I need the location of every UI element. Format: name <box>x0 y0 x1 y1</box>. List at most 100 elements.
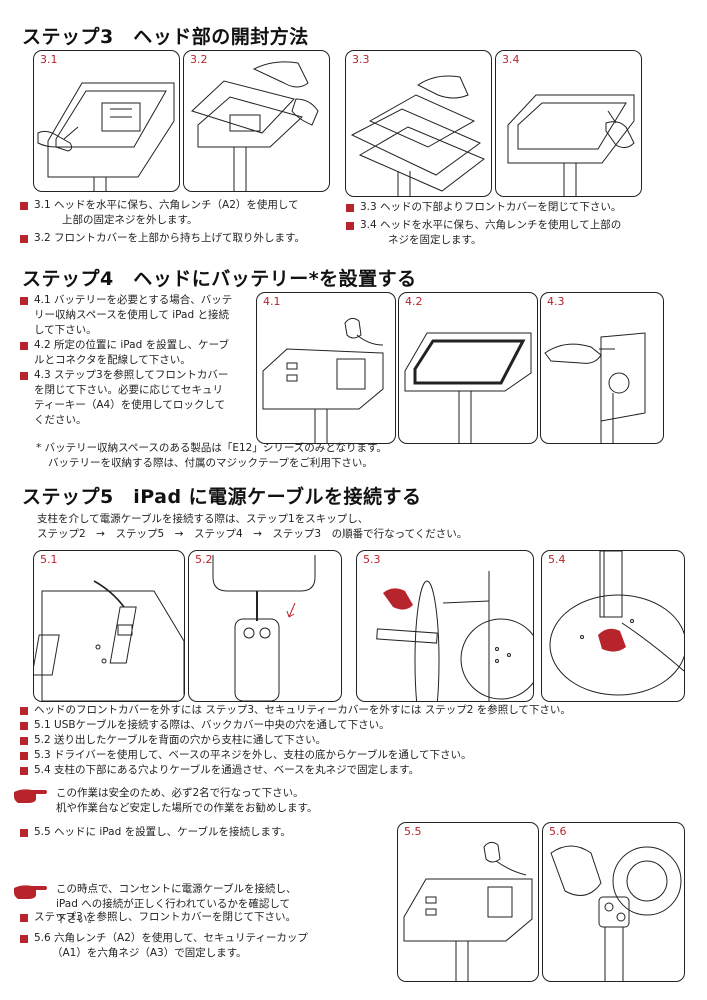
panel-4-1: 4.1 <box>256 292 396 444</box>
instruction-item: 3.3 ヘッドの下部よりフロントカバーを閉じて下さい。 <box>346 200 666 215</box>
step5-title: ステップ5 iPad に電源ケーブルを接続する <box>22 486 422 508</box>
caution-text: この時点で、コンセントに電源ケーブルを接続し、 <box>56 883 297 895</box>
instruction-item: 5.4 支柱の下部にある穴よりケーブルを通過させ、ベースを丸ネジで固定します。 <box>20 763 690 778</box>
instruction-item: 3.4 ヘッドを水平に保ち、六角レンチを使用して上部の ネジを固定します。 <box>346 218 666 248</box>
caution-note-1: この作業は安全のため、必ず2名で行なって下さい。 机や作業台など安定した場所での… <box>12 786 436 816</box>
instruction-text: 5.6 六角レンチ（A2）を使用して、セキュリティーカップ <box>34 932 308 944</box>
illustration-ipad-cable-connect <box>403 841 533 981</box>
instruction-text: ステップ3 を参照し、フロントカバーを閉じて下さい。 <box>34 911 297 923</box>
panel-label: 5.3 <box>363 553 381 566</box>
instruction-text: して下さい。 <box>34 324 97 336</box>
instruction-item: ヘッドのフロントカバーを外すには ステップ3、セキュリティーカバーを外すには ス… <box>20 703 690 718</box>
panel-label: 3.1 <box>40 53 58 66</box>
bullet-square-icon <box>20 201 28 210</box>
bullet-square-icon <box>20 341 28 350</box>
bullet-square-icon <box>20 736 28 745</box>
step5-intro: 支柱を介して電源ケーブルを接続する際は、ステップ1をスキップし、 ステップ2 →… <box>37 512 687 542</box>
instruction-text: ルとコネクタを配線して下さい。 <box>34 354 191 366</box>
step5-items: ヘッドのフロントカバーを外すには ステップ3、セキュリティーカバーを外すには ス… <box>20 703 690 778</box>
instruction-text: 3.4 ヘッドを水平に保ち、六角レンチを使用して上部の <box>360 219 622 231</box>
panel-5-4: 5.4 <box>541 550 685 702</box>
instruction-item: 5.5 ヘッドに iPad を設置し、ケーブルを接続します。 <box>20 825 400 840</box>
caution-text: iPad への接続が正しく行われているかを確認して <box>56 898 291 910</box>
bullet-square-icon <box>20 296 28 305</box>
instruction-item: 3.2 フロントカバーを上部から持ち上げて取り外します。 <box>20 231 340 246</box>
illustration-battery-storage <box>262 317 384 443</box>
instruction-item: 3.1 ヘッドを水平に保ち、六角レンチ（A2）を使用して 上部の固定ネジを外しま… <box>20 198 340 228</box>
panel-3-2: 3.2 <box>183 50 330 192</box>
panel-label: 4.1 <box>263 295 281 308</box>
step4-items: 4.1 バッテリーを必要とする場合、バッテ リー収納スペースを使用して iPad… <box>20 293 252 428</box>
panel-3-1: 3.1 <box>33 50 180 192</box>
panel-label: 5.4 <box>548 553 566 566</box>
instruction-text: 5.3 ドライバーを使用して、ベースの平ネジを外し、支柱の底からケーブルを通して… <box>34 749 472 761</box>
instruction-item: 4.1 バッテリーを必要とする場合、バッテ リー収納スペースを使用して iPad… <box>20 293 252 338</box>
step3-title: ステップ3 ヘッド部の開封方法 <box>22 26 309 48</box>
caution-text: この作業は安全のため、必ず2名で行なって下さい。 <box>56 787 304 799</box>
bullet-square-icon <box>20 706 28 715</box>
intro-text: 支柱を介して電源ケーブルを接続する際は、ステップ1をスキップし、 <box>37 513 369 525</box>
illustration-usb-back-cover <box>34 580 184 701</box>
bullet-square-icon <box>20 751 28 760</box>
panel-3-4: 3.4 <box>495 50 642 197</box>
panel-5-5: 5.5 <box>397 822 539 982</box>
instruction-item: 5.1 USBケーブルを接続する際は、バックカバー中央の穴を通して下さい。 <box>20 718 690 733</box>
bullet-square-icon <box>20 234 28 243</box>
caution-text: 机や作業台など安定した場所での作業をお勧めします。 <box>56 802 318 814</box>
instruction-text: 3.1 ヘッドを水平に保ち、六角レンチ（A2）を使用して <box>34 199 299 211</box>
instruction-item: 5.6 六角レンチ（A2）を使用して、セキュリティーカップ （A1）を六角ネジ（A… <box>20 931 400 961</box>
step3-items-right: 3.3 ヘッドの下部よりフロントカバーを閉じて下さい。 3.4 ヘッドを水平に保… <box>346 200 666 248</box>
instruction-item: ステップ3 を参照し、フロントカバーを閉じて下さい。 <box>20 910 400 925</box>
panel-5-2: 5.2 <box>188 550 342 702</box>
panel-label: 5.2 <box>195 553 213 566</box>
panel-label: 5.1 <box>40 553 58 566</box>
panel-5-6: 5.6 <box>542 822 685 982</box>
bullet-square-icon <box>20 371 28 380</box>
instruction-text: 5.5 ヘッドに iPad を設置し、ケーブルを接続します。 <box>34 826 291 838</box>
bullet-square-icon <box>20 913 28 922</box>
illustration-security-key-lock <box>544 332 646 443</box>
bullet-square-icon <box>346 203 354 212</box>
instruction-text: 5.4 支柱の下部にある穴よりケーブルを通過させ、ベースを丸ネジで固定します。 <box>34 764 420 776</box>
instruction-text: リー収納スペースを使用して iPad と接続 <box>34 309 229 321</box>
instruction-text: 3.2 フロントカバーを上部から持ち上げて取り外します。 <box>34 232 305 244</box>
instruction-text: 上部の固定ネジを外します。 <box>62 214 198 226</box>
step5-final-items: ステップ3 を参照し、フロントカバーを閉じて下さい。 5.6 六角レンチ（A2）… <box>20 910 400 961</box>
instruction-item: 5.2 送り出したケーブルを背面の穴から支柱に通して下さい。 <box>20 733 690 748</box>
instruction-text: ネジを固定します。 <box>388 234 482 246</box>
panel-4-3: 4.3 <box>540 292 664 444</box>
panel-5-1: 5.1 <box>33 550 185 702</box>
intro-text: ステップ2 → ステップ5 → ステップ4 → ステップ3 の順番で行なってくだ… <box>37 528 468 540</box>
bullet-square-icon <box>20 934 28 943</box>
step4-note: * バッテリー収納スペースのある製品は「E12」シリーズのみとなります。 バッテ… <box>36 441 676 471</box>
instruction-text: ティーキー（A4）を使用してロックして <box>34 399 226 411</box>
instruction-text: 5.2 送り出したケーブルを背面の穴から支柱に通して下さい。 <box>34 734 327 746</box>
step3-items-left: 3.1 ヘッドを水平に保ち、六角レンチ（A2）を使用して 上部の固定ネジを外しま… <box>20 198 340 246</box>
instruction-text: 5.1 USBケーブルを接続する際は、バックカバー中央の穴を通して下さい。 <box>34 719 390 731</box>
illustration-screwdriver-base <box>376 571 533 701</box>
illustration-head-hex-wrench <box>37 82 175 191</box>
panel-label: 4.3 <box>547 295 565 308</box>
instruction-text: 4.1 バッテリーを必要とする場合、バッテ <box>34 294 233 306</box>
panel-label: 5.6 <box>549 825 567 838</box>
bullet-square-icon <box>20 766 28 775</box>
panel-4-2: 4.2 <box>398 292 538 444</box>
panel-label: 4.2 <box>405 295 423 308</box>
instruction-item: 5.3 ドライバーを使用して、ベースの平ネジを外し、支柱の底からケーブルを通して… <box>20 748 690 763</box>
panel-label: 3.4 <box>502 53 520 66</box>
step4-title: ステップ4 ヘッドにバッテリー*を設置する <box>22 268 417 290</box>
illustration-security-cup-fix <box>550 845 682 981</box>
illustration-base-screw-fix <box>549 551 684 696</box>
step5-5-item: 5.5 ヘッドに iPad を設置し、ケーブルを接続します。 <box>20 825 400 840</box>
caution-text: 下さい。 <box>56 913 98 925</box>
illustration-close-front-cover <box>350 75 485 196</box>
instruction-item: 4.2 所定の位置に iPad を設置し、ケーブ ルとコネクタを配線して下さい。 <box>20 338 252 368</box>
illustration-lift-front-cover <box>191 61 319 191</box>
illustration-fix-top-screw <box>507 94 635 196</box>
instruction-text: ください。 <box>34 414 87 426</box>
illustration-ipad-install <box>404 332 532 443</box>
instruction-text: 3.3 ヘッドの下部よりフロントカバーを閉じて下さい。 <box>360 201 622 213</box>
instruction-text: （A1）を六角ネジ（A3）で固定します。 <box>52 947 247 959</box>
panel-label: 3.2 <box>190 53 208 66</box>
panel-5-3: 5.3 <box>356 550 534 702</box>
